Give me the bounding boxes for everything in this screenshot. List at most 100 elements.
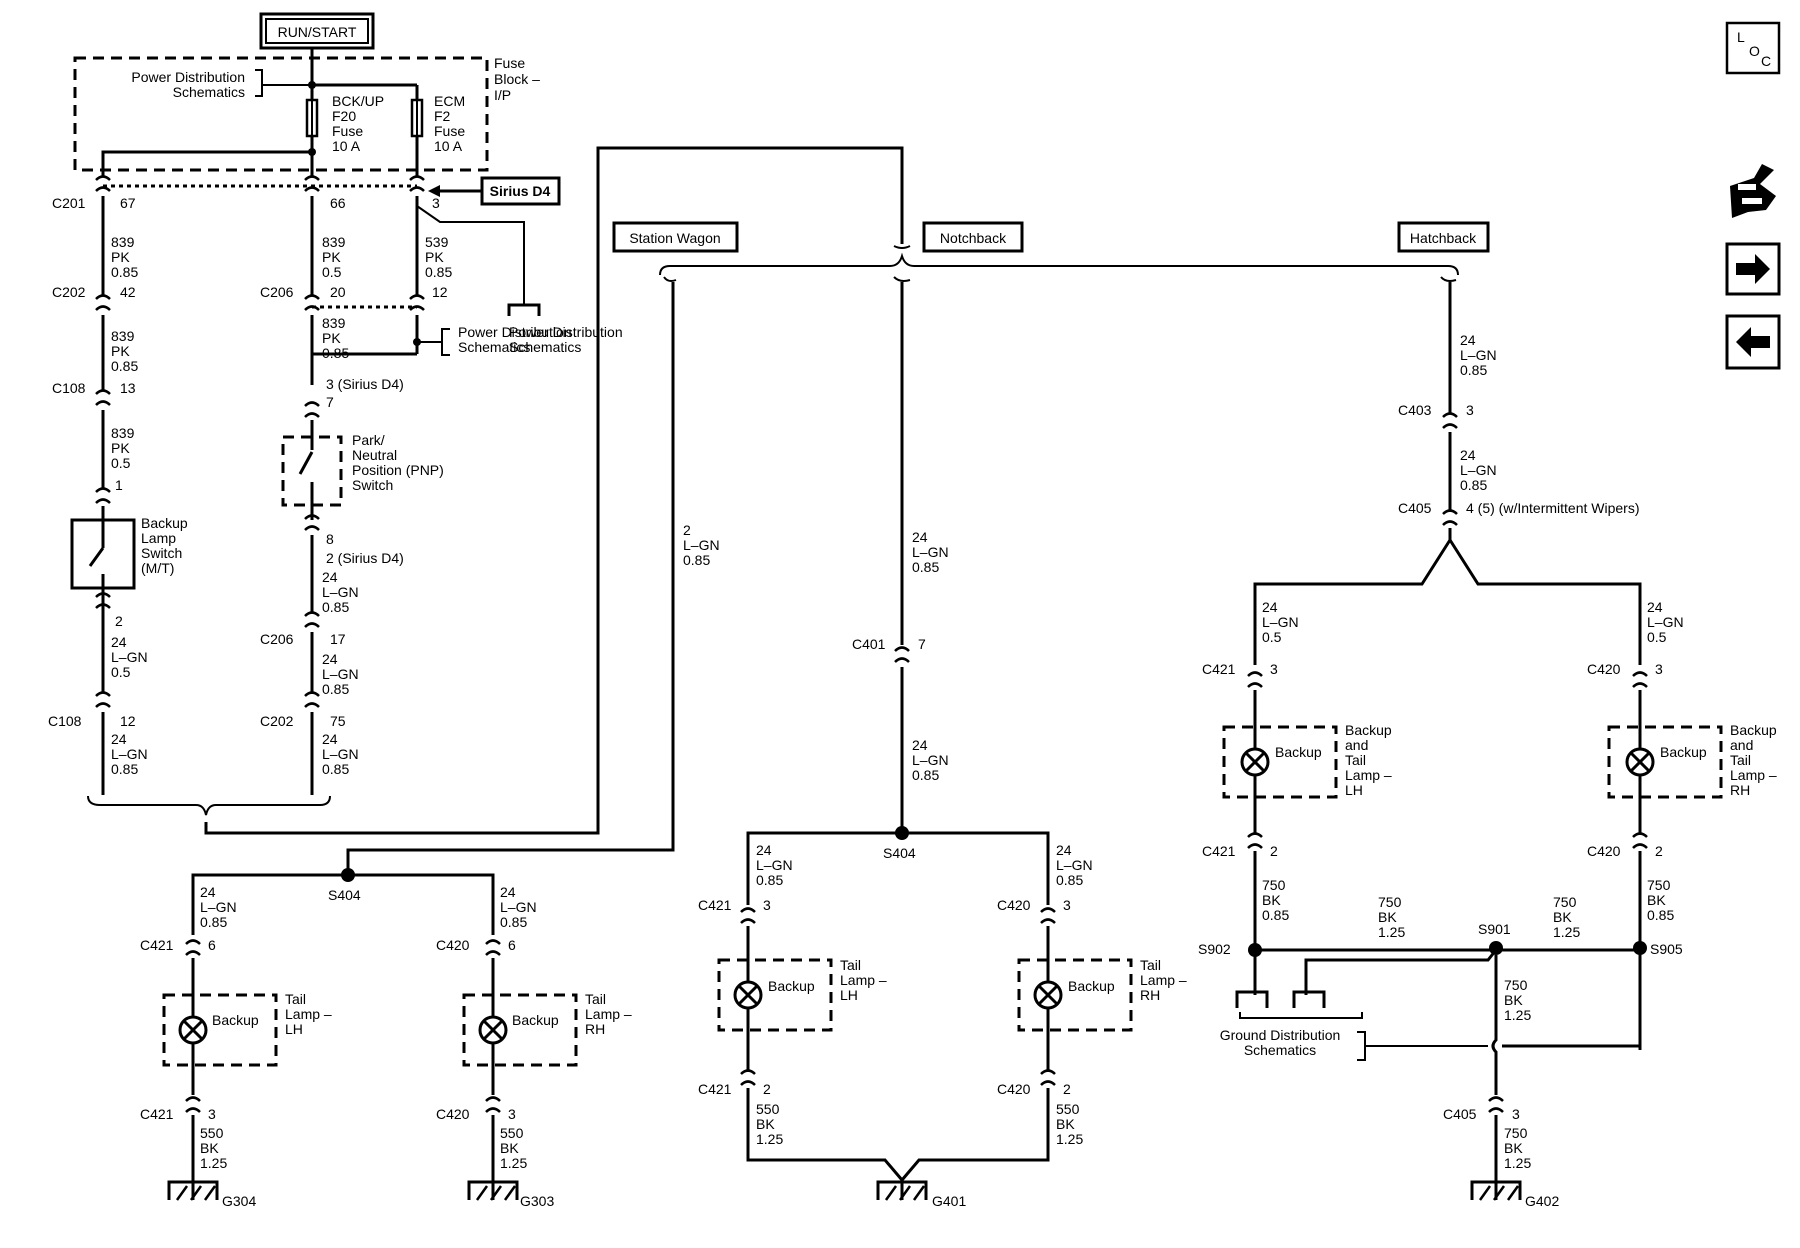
sw-tail-lamp-rh-outline	[462, 993, 578, 1067]
c421-label-nb2: C421	[698, 1081, 732, 1097]
g303-label: G303	[520, 1193, 554, 1209]
pnp-label-2: Neutral	[352, 447, 397, 463]
option-brace-top	[659, 252, 1459, 276]
sw-lh-g-gauge: 1.25	[200, 1155, 227, 1171]
wl1-gauge: 0.85	[111, 264, 138, 280]
gds-ground-icon-1	[1235, 990, 1269, 1008]
sw-lh-color: L–GN	[200, 899, 237, 915]
nb-lh-side: LH	[840, 987, 858, 1003]
we1-gauge: 0.85	[425, 264, 452, 280]
wl2-gauge: 0.85	[111, 358, 138, 374]
pnp-contact	[298, 451, 314, 475]
hb-rh-label-3: Tail	[1730, 752, 1751, 768]
wm5-color: L–GN	[322, 746, 359, 762]
wl4-color: L–GN	[111, 649, 148, 665]
wl5-color: L–GN	[111, 746, 148, 762]
hb-lh-g-circuit: 750	[1262, 877, 1286, 893]
hb-lh-g-color: BK	[1262, 892, 1281, 908]
nb-lh-circuit: 24	[756, 842, 772, 858]
hb1-color: L–GN	[1460, 347, 1497, 363]
sw-rh-color: L–GN	[500, 899, 537, 915]
hatchback-tag	[1397, 221, 1490, 253]
loc-l: L	[1737, 29, 1745, 45]
g402-label: G402	[1525, 1193, 1559, 1209]
wire-to-notchback	[204, 146, 904, 835]
c420-pin-3-sw: 3	[508, 1106, 516, 1122]
c202-pin-75: 75	[330, 713, 346, 729]
pnp-label-3: Position (PNP)	[352, 462, 444, 478]
bus-r-circuit: 750	[1553, 894, 1577, 910]
bck-label-1: BCK/UP	[332, 93, 384, 109]
c206-label-b: C206	[260, 631, 294, 647]
c202-label: C202	[52, 284, 86, 300]
c202-pin-42: 42	[120, 284, 136, 300]
sw-rh-g-circuit: 550	[500, 1125, 524, 1141]
hb2-color: L–GN	[1460, 462, 1497, 478]
sirius-arrow-icon	[428, 185, 440, 197]
sw-circuit: 2	[683, 522, 691, 538]
wm2-color: PK	[322, 330, 341, 346]
station-wagon-label: Station Wagon	[629, 230, 720, 246]
nb-lh-gauge: 0.85	[756, 872, 783, 888]
hb-lh-g-gauge: 0.85	[1262, 907, 1289, 923]
pnp-pin-8: 8	[326, 531, 334, 547]
s902-label: S902	[1198, 941, 1231, 957]
sw-rh-tail: Tail	[585, 991, 606, 1007]
wl5-circuit: 24	[111, 731, 127, 747]
c420-pin-2-hb: 2	[1655, 843, 1663, 859]
wm5-gauge: 0.85	[322, 761, 349, 777]
nb-rh-lamp: Lamp –	[1140, 972, 1187, 988]
s901-g-circuit: 750	[1504, 977, 1528, 993]
hb-rh-label-4: Lamp –	[1730, 767, 1777, 783]
pds2-label-2a: Schematics	[509, 339, 581, 355]
option-brace-left	[87, 795, 331, 816]
ecm-label-4: 10 A	[434, 138, 463, 154]
c420-label-nb1: C420	[997, 897, 1031, 913]
loc-button[interactable]: L O C	[1725, 21, 1781, 75]
pnp-label-4: Switch	[352, 477, 393, 493]
c421-label-sw2: C421	[140, 1106, 174, 1122]
c405-pin-3: 3	[1512, 1106, 1520, 1122]
sw-lh-tail: Tail	[285, 991, 306, 1007]
hb-lh-label-4: Lamp –	[1345, 767, 1392, 783]
c206-label-a: C206	[260, 284, 294, 300]
g402-gauge: 1.25	[1504, 1155, 1531, 1171]
g402-circuit: 750	[1504, 1125, 1528, 1141]
nb-ground-return	[746, 1088, 1050, 1183]
hb-rh-circuit: 24	[1647, 599, 1663, 615]
sw-lh-circuit: 24	[200, 884, 216, 900]
gds-label-2: Schematics	[1244, 1042, 1316, 1058]
arrow-left-icon	[1736, 327, 1770, 357]
wm2-circuit: 839	[322, 315, 346, 331]
nb-rh-g-color: BK	[1056, 1116, 1075, 1132]
arrow-right-icon	[1736, 254, 1770, 284]
bck-label-4: 10 A	[332, 138, 361, 154]
nb-lh-g-color: BK	[756, 1116, 775, 1132]
nb-lh-lamp: Lamp –	[840, 972, 887, 988]
c420-pin-6: 6	[508, 937, 516, 953]
previous-page-button[interactable]	[1725, 314, 1781, 370]
c401-label: C401	[852, 636, 886, 652]
bls-label-2: Lamp	[141, 530, 176, 546]
nb-tail-lamp-rh-outline	[1017, 958, 1133, 1032]
wl1-color: PK	[111, 249, 130, 265]
wm1-color: PK	[322, 249, 341, 265]
hb-rh-gauge: 0.5	[1647, 629, 1667, 645]
bus-r-color: BK	[1553, 909, 1572, 925]
bls-label-1: Backup	[141, 515, 188, 531]
wl3-color: PK	[111, 440, 130, 456]
s404-label-b: S404	[883, 845, 916, 861]
connector-view-icon[interactable]	[1730, 164, 1776, 218]
wl2-color: PK	[111, 343, 130, 359]
wire-to-c201-67	[101, 150, 312, 176]
c201-pin-67: 67	[120, 195, 136, 211]
c201-pin-66: 66	[330, 195, 346, 211]
c421-pin-6: 6	[208, 937, 216, 953]
hb-lh-bulb-icon	[1240, 747, 1270, 777]
s905-splice	[1633, 941, 1647, 955]
next-page-button[interactable]	[1725, 242, 1781, 296]
nb2-circuit: 24	[912, 737, 928, 753]
wl5-gauge: 0.85	[111, 761, 138, 777]
station-wagon-feed	[346, 282, 675, 875]
nb-lh-g-gauge: 1.25	[756, 1131, 783, 1147]
